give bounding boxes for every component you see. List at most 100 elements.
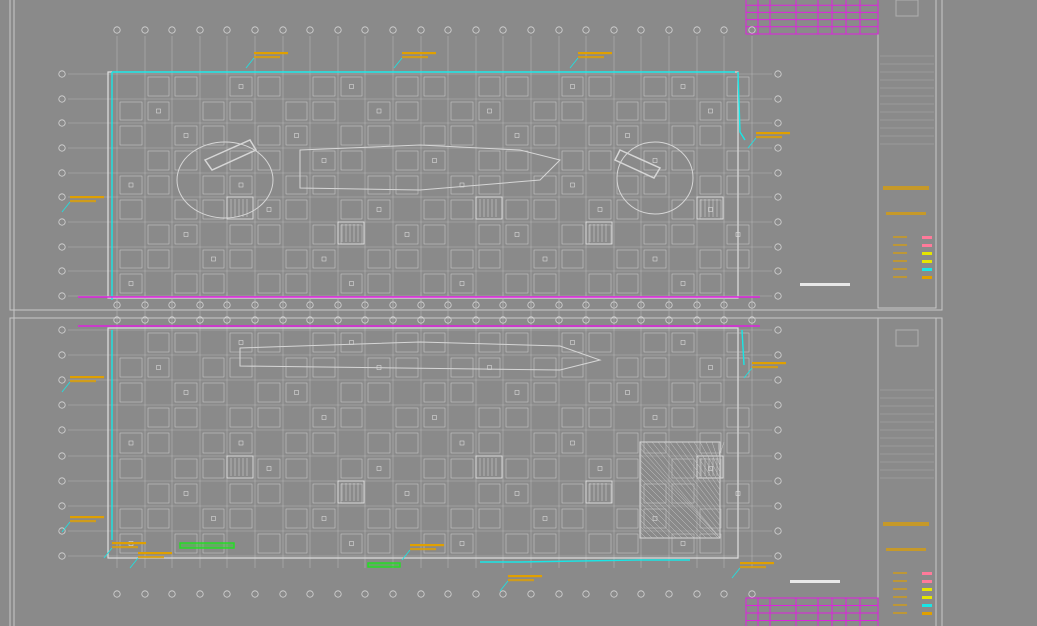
- hatch-line: [639, 477, 701, 539]
- stair-core: [475, 455, 503, 479]
- title-block-upper: [877, 0, 937, 309]
- legend-swatch: [922, 244, 932, 247]
- room-cell: [395, 101, 419, 121]
- room-tag: [597, 207, 603, 212]
- room-cell: [726, 407, 750, 428]
- room-cell: [450, 199, 474, 220]
- axis-bubble-left: [58, 552, 66, 560]
- callout-leader: [245, 57, 255, 69]
- room-cell: [561, 483, 584, 504]
- axis-bubble-left: [58, 218, 66, 226]
- stair-core-frame: [585, 221, 613, 245]
- callout-leader: [401, 549, 411, 561]
- axis-bubble-left: [58, 267, 66, 275]
- room-cell: [257, 199, 281, 220]
- room-cell: [367, 125, 391, 146]
- room-cell: [505, 483, 529, 504]
- axis-bubble-top: [168, 26, 176, 34]
- room-cell: [423, 273, 446, 294]
- room-cell: [505, 382, 529, 403]
- room-cell: [561, 508, 584, 529]
- axis-bubble-right: [774, 552, 782, 560]
- hatch-line: [639, 447, 721, 539]
- room-tag: [432, 415, 437, 420]
- room-cell: [367, 458, 391, 479]
- axis-bubble-top: [361, 26, 369, 34]
- callout: [129, 552, 172, 569]
- hatch-line: [651, 441, 721, 527]
- room-tag: [238, 84, 244, 89]
- room-tag: [183, 491, 189, 496]
- room-tag: [266, 207, 272, 212]
- room-cell: [285, 175, 308, 195]
- room-tag: [597, 466, 603, 471]
- room-cell: [395, 224, 419, 245]
- room-cell: [395, 407, 419, 428]
- room-cell: [367, 273, 391, 294]
- room-cell: [671, 224, 695, 245]
- axis-bubble-left: [58, 452, 66, 460]
- room-cell: [423, 76, 446, 97]
- axis-bubble-left: [58, 426, 66, 434]
- room-tag: [266, 466, 272, 471]
- stair-core-frame: [226, 455, 254, 479]
- title-block-lower-frame: [877, 317, 937, 626]
- room-cell: [450, 432, 474, 454]
- room-cell: [616, 357, 639, 378]
- sheet-subtitle-highlight-lower: [886, 548, 926, 551]
- stair-core-frame: [585, 480, 613, 504]
- room-tag: [321, 516, 327, 521]
- room-cell: [312, 175, 336, 195]
- room-cell: [119, 249, 143, 269]
- callout-text-bar-2: [254, 56, 280, 59]
- room-cell: [478, 76, 501, 97]
- room-cell: [423, 458, 446, 479]
- axis-bubble-right: [774, 477, 782, 485]
- legend-label-bar: [893, 276, 907, 278]
- axis-bubble-right: [774, 326, 782, 334]
- callout-text-bar-2: [70, 200, 96, 203]
- room-cell: [616, 249, 639, 269]
- room-cell: [533, 199, 557, 220]
- callout-text-bar-2: [752, 366, 778, 369]
- room-cell: [312, 407, 336, 428]
- legend-label-bar: [893, 252, 907, 254]
- room-cell: [340, 407, 363, 428]
- callout-text-bar-2: [756, 136, 782, 139]
- legend-swatch: [922, 596, 932, 599]
- axis-bubble-right: [774, 267, 782, 275]
- room-cell: [147, 101, 170, 121]
- room-cell: [285, 199, 308, 220]
- callout-leader: [103, 547, 113, 559]
- room-cell: [643, 224, 667, 245]
- room-tag: [514, 232, 520, 237]
- room-cell: [340, 382, 363, 403]
- axis-bubble-top: [389, 316, 397, 324]
- room-cell: [478, 483, 501, 504]
- axis-bubble-bottom: [637, 590, 645, 598]
- room-cell: [505, 332, 529, 353]
- stair-core-frame: [475, 455, 503, 479]
- callout: [401, 544, 444, 561]
- room-cell: [229, 249, 253, 269]
- room-cell: [202, 175, 225, 195]
- room-tag: [459, 281, 465, 286]
- room-cell: [202, 101, 225, 121]
- callout-leader: [61, 201, 71, 213]
- axis-bubble-top: [527, 316, 535, 324]
- room-cell: [285, 101, 308, 121]
- legend-label-bar: [893, 572, 907, 574]
- room-cell: [699, 175, 722, 195]
- sheet-title-highlight-lower: [883, 522, 929, 526]
- room-cell: [147, 483, 170, 504]
- room-cell: [312, 432, 336, 454]
- room-cell: [147, 357, 170, 378]
- room-cell: [726, 332, 750, 353]
- room-tag: [487, 108, 492, 114]
- room-cell: [643, 249, 667, 269]
- room-tag: [708, 207, 713, 212]
- callout-leader: [499, 580, 509, 592]
- axis-bubble-left: [58, 292, 66, 300]
- axis-bubble-top: [499, 316, 507, 324]
- room-cell: [229, 508, 253, 529]
